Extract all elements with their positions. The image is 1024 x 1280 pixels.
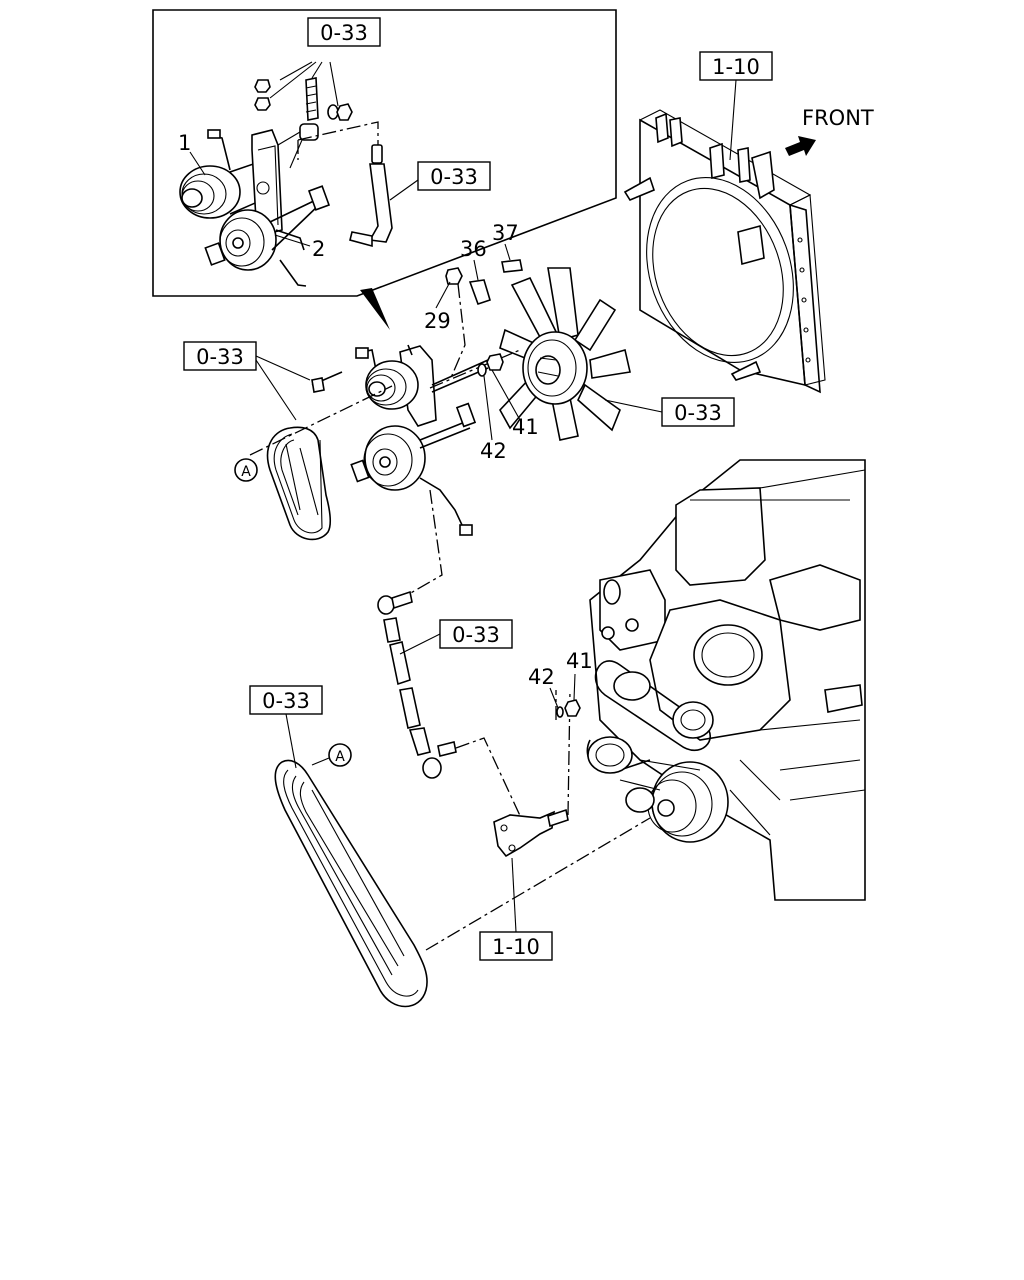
callout-42-upper: 42 bbox=[480, 439, 507, 463]
ref-box-radiator: 1-10 bbox=[699, 51, 773, 161]
drive-belt-lower bbox=[274, 759, 651, 1008]
cooling-fan bbox=[499, 267, 631, 441]
inset-detail: 0-33 0-33 1 2 bbox=[152, 9, 617, 330]
radiator-shroud bbox=[623, 109, 826, 394]
callout-2: 2 bbox=[312, 237, 325, 261]
ref-box-belt-upper: 0-33 bbox=[183, 341, 311, 421]
circle-a-lower: A bbox=[311, 743, 352, 767]
idler-pulley-assembly bbox=[355, 344, 521, 427]
centerline-idler bbox=[249, 385, 393, 456]
callout-29: 29 bbox=[424, 309, 451, 333]
callout-37: 37 bbox=[492, 221, 519, 245]
ref-box-hose-lower: 0-33 bbox=[399, 619, 513, 655]
front-indicator: FRONT bbox=[785, 106, 874, 156]
lower-bracket bbox=[493, 689, 581, 858]
callout-42-lower: 42 bbox=[528, 665, 555, 689]
fan-fasteners bbox=[445, 259, 523, 441]
inset-hose bbox=[349, 144, 419, 248]
svg-text:0-33: 0-33 bbox=[196, 345, 244, 369]
tension-pulley-inset bbox=[204, 185, 331, 271]
svg-text:0-33: 0-33 bbox=[262, 689, 310, 713]
adjusting-rod bbox=[377, 489, 523, 821]
idler-pulley-inset bbox=[179, 159, 266, 219]
svg-text:A: A bbox=[335, 749, 345, 765]
svg-text:1-10: 1-10 bbox=[712, 55, 760, 79]
inset-fasteners bbox=[254, 61, 379, 169]
drive-belt-upper bbox=[266, 426, 331, 541]
svg-text:0-33: 0-33 bbox=[452, 623, 500, 647]
svg-text:1-10: 1-10 bbox=[492, 935, 540, 959]
ref-box-fan: 0-33 bbox=[604, 397, 735, 427]
circle-a-upper: A bbox=[234, 458, 258, 482]
svg-text:0-33: 0-33 bbox=[320, 21, 368, 45]
bracket-inset bbox=[207, 129, 307, 287]
callout-41-lower: 41 bbox=[566, 649, 593, 673]
tension-pulley-assembly bbox=[311, 371, 477, 536]
front-arrow-icon bbox=[785, 136, 816, 156]
engine-block bbox=[586, 459, 866, 901]
front-label: FRONT bbox=[802, 106, 874, 130]
callout-36: 36 bbox=[460, 237, 487, 261]
callout-41-upper: 41 bbox=[512, 415, 539, 439]
callout-1: 1 bbox=[178, 131, 191, 155]
ref-box-inset-top: 0-33 bbox=[307, 17, 381, 47]
svg-text:0-33: 0-33 bbox=[674, 401, 722, 425]
svg-text:A: A bbox=[241, 464, 251, 480]
ref-box-belt-lower: 0-33 bbox=[249, 685, 323, 769]
ref-box-bracket: 1-10 bbox=[479, 857, 553, 961]
ref-box-inset-hose: 0-33 bbox=[417, 161, 491, 191]
svg-text:0-33: 0-33 bbox=[430, 165, 478, 189]
